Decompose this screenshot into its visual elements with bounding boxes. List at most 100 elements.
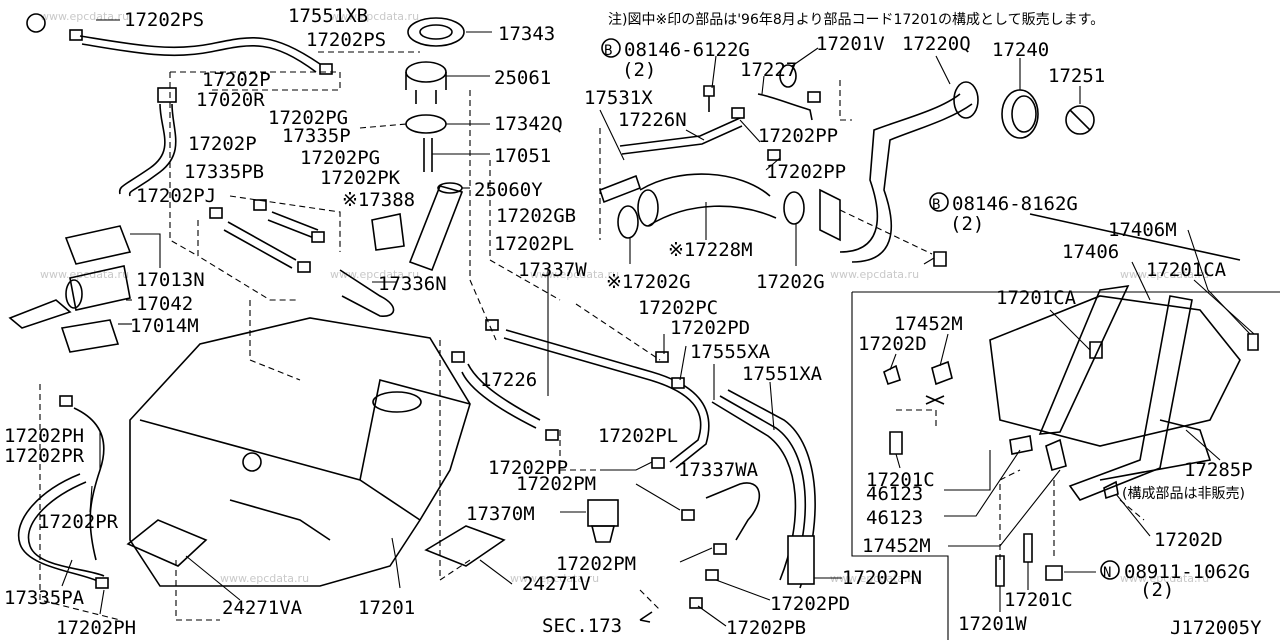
- part-label: 17227: [740, 59, 797, 81]
- bracket-17452m-b: [1009, 435, 1033, 455]
- pipe-17336n: [339, 269, 395, 317]
- section-arrow-icon: [639, 611, 653, 623]
- flange-25061-legs: [405, 72, 447, 104]
- part-label: 17202PD: [670, 317, 750, 339]
- part-label: ※17388: [342, 189, 415, 211]
- part-label: 17406M: [1108, 219, 1177, 241]
- part-labels: 17202PS 17551XB 17202PS 17343 25061 1720…: [4, 5, 1253, 639]
- filler-hose-end: [637, 189, 659, 227]
- watermark: www.epcdata.ru: [220, 572, 309, 585]
- dash-line: [559, 430, 600, 471]
- part-label: 17452M: [862, 535, 931, 557]
- bolt-17201ca: [1247, 333, 1259, 351]
- clip-46123: [925, 395, 945, 405]
- leader: [89, 485, 93, 513]
- leader: [895, 453, 901, 469]
- hose-17337wa: [705, 482, 761, 541]
- clamp-part: [209, 207, 223, 219]
- assembly-lines: [39, 51, 1145, 621]
- bolt-17201w: [995, 555, 1005, 587]
- dash-line: [999, 469, 1021, 560]
- clamp-part: [767, 149, 781, 161]
- fuel-tank-seam: [139, 419, 421, 521]
- watermark: www.epcdata.ru: [830, 572, 919, 585]
- ring-17343: [407, 17, 465, 47]
- part-label: 17201V: [816, 33, 885, 55]
- part-label: 17201CA: [1146, 259, 1227, 281]
- filler-tube-17220q: [839, 93, 961, 253]
- band-17285p: [1099, 419, 1212, 481]
- tube-17335pb: [223, 221, 297, 269]
- watermark: www.epcdata.ru: [330, 10, 419, 23]
- dash-line: [197, 220, 296, 301]
- part-label: 17202PR: [38, 511, 119, 533]
- inset-tank-edge: [1029, 213, 1241, 261]
- leader: [935, 55, 951, 85]
- hose-17551xb-edge: [81, 43, 317, 73]
- clamp-part: [545, 429, 559, 441]
- dash-line: [359, 123, 407, 129]
- part-label: 17240: [992, 39, 1049, 61]
- leader: [679, 547, 713, 563]
- part-label: 17335PA: [4, 587, 85, 609]
- part-label: 17202PN: [842, 567, 922, 589]
- part-label: 17452M: [894, 313, 963, 335]
- part-label: 17220Q: [902, 33, 971, 55]
- watermark-group: www.epcdata.ru www.epcdata.ru www.epcdat…: [40, 10, 1209, 585]
- parts-artwork: [8, 13, 1280, 640]
- header-note: 注)図中※印の部品は'96年8月より部品コード17201の構成として販売します。: [608, 12, 1104, 28]
- watermark: www.epcdata.ru: [40, 10, 129, 23]
- part-label: 24271V: [522, 573, 591, 595]
- filler-bracket: [819, 188, 841, 242]
- hose-17226-edge: [467, 363, 541, 421]
- bolt-marker-b: [929, 192, 949, 212]
- part-label: 17202GB: [496, 205, 576, 227]
- part-label: 17226N: [618, 109, 687, 131]
- bolt-marker-b-letter: B: [932, 197, 940, 213]
- part-label: 17285P: [1184, 459, 1253, 481]
- clamp-part: [807, 91, 821, 103]
- leader: [889, 353, 897, 371]
- part-label: 17335P: [282, 125, 351, 147]
- part-label: 17202PM: [556, 553, 636, 575]
- part-label: 17202PG: [300, 147, 380, 169]
- part-label: 17051: [494, 145, 551, 167]
- part-label: 17201C: [866, 469, 935, 491]
- leader: [1049, 309, 1091, 351]
- part-label: 08146-8162G: [952, 193, 1078, 215]
- bolt-17201c: [889, 431, 903, 455]
- leader: [697, 605, 727, 627]
- part-label: ※17202G: [606, 271, 691, 293]
- clip-17202d: [883, 364, 901, 386]
- leader: [944, 450, 991, 491]
- clamp-part: [705, 569, 719, 581]
- leader: [685, 129, 705, 141]
- leader: [948, 469, 1061, 547]
- leader: [761, 75, 765, 95]
- fuel-tank-opening: [372, 391, 422, 413]
- part-label: 17202PP: [758, 125, 838, 147]
- fuel-tank-17201: [129, 317, 471, 587]
- hose-17020r-edge: [128, 103, 177, 197]
- part-label: (2): [1140, 579, 1174, 601]
- leader: [939, 333, 949, 367]
- part-label: 17551XA: [742, 363, 823, 385]
- strap-17406m: [1068, 295, 1193, 501]
- filler-hose-17228m: [639, 173, 771, 197]
- sender-25060y: [408, 185, 464, 272]
- leader: [769, 381, 775, 431]
- hose-17202pl-edge: [505, 329, 710, 469]
- pump-cover-17013n: [64, 225, 132, 265]
- part-label: 46123: [866, 507, 923, 529]
- callout-markers: B B N: [601, 38, 1120, 623]
- part-label: 17202PP: [488, 457, 568, 479]
- part-label: 25060Y: [474, 179, 543, 201]
- fuel-tank-rib: [229, 499, 331, 541]
- leader: [1115, 493, 1151, 537]
- cap-17251: [1065, 105, 1095, 135]
- part-label: 17202PH: [56, 617, 136, 639]
- bracket-17388: [371, 213, 405, 251]
- inset-border: [851, 291, 1280, 640]
- clamp-part: [297, 261, 311, 273]
